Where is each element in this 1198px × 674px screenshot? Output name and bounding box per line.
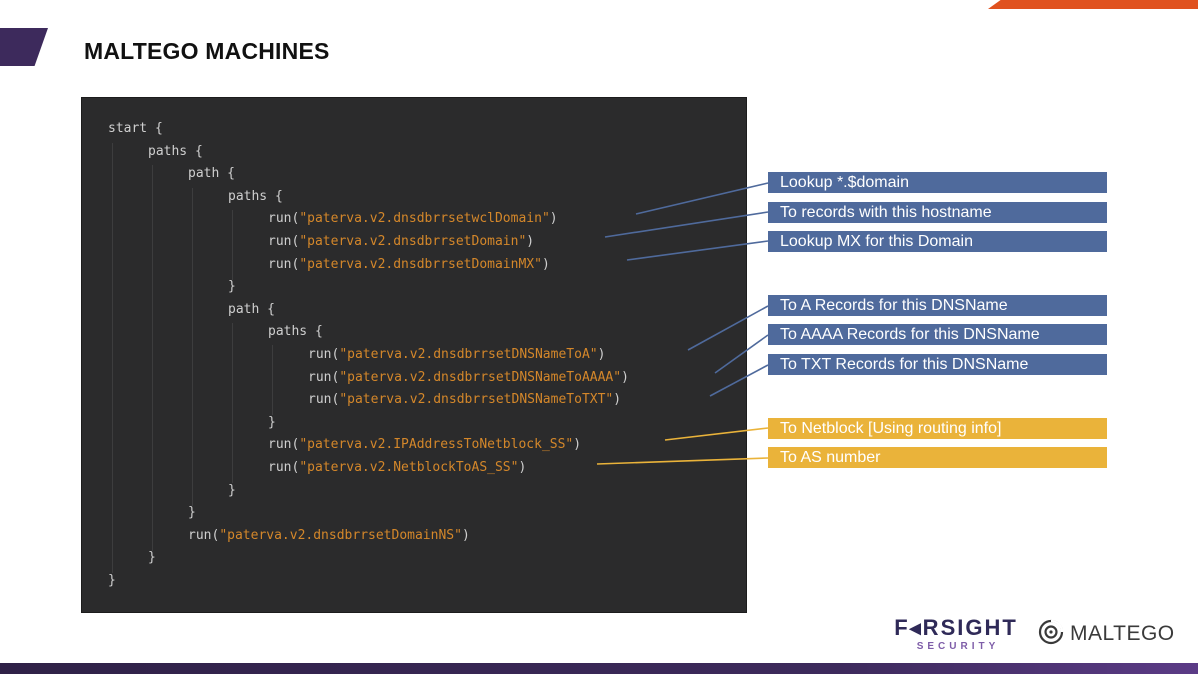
code-punctuation: ) <box>613 392 622 408</box>
code-keyword: run( <box>268 460 300 475</box>
code-string: "paterva.v2.dnsdbrrsetDomain" <box>299 234 527 249</box>
code-string: "paterva.v2.dnsdbrrsetwclDomain" <box>299 211 550 227</box>
code-line: run("paterva.v2.IPAddressToNetblock_SS") <box>268 434 581 456</box>
code-keyword: run( <box>268 234 300 249</box>
code-keyword: path { <box>228 301 275 317</box>
callout-as-number: To AS number <box>768 447 1107 468</box>
leader-line <box>687 305 769 351</box>
code-keyword: run( <box>188 527 220 543</box>
leader-line <box>635 182 769 215</box>
leader-line <box>709 364 769 397</box>
indent-guide <box>152 165 153 551</box>
leader-line <box>626 240 769 261</box>
callout-lookup-mx: Lookup MX for this Domain <box>768 231 1107 252</box>
corner-accent-right <box>988 0 1198 9</box>
farsight-logo-sub: SECURITY <box>916 641 1000 652</box>
code-line: run("paterva.v2.dnsdbrrsetDomainMX") <box>268 254 550 276</box>
code-punctuation: ) <box>597 347 606 362</box>
code-keyword: start { <box>108 121 163 136</box>
code-punctuation: ) <box>526 234 535 249</box>
code-line: run("paterva.v2.dnsdbrrsetDNSNameToTXT") <box>308 389 621 411</box>
code-string: "paterva.v2.dnsdbrrsetDNSNameToAAAA" <box>339 369 622 385</box>
code-panel: start {paths {path {paths {run("paterva.… <box>82 98 746 612</box>
code-keyword: path { <box>188 166 235 182</box>
leader-line <box>714 334 769 374</box>
callout-lookup-wildcard-domain: Lookup *.$domain <box>768 172 1107 193</box>
code-punctuation: ) <box>573 437 582 453</box>
code-line: paths { <box>228 186 283 208</box>
farsight-logo-name: F◂RSIGHT <box>894 615 1018 640</box>
code-keyword: run( <box>308 347 340 362</box>
code-line: } <box>148 547 156 569</box>
code-line: path { <box>228 299 275 321</box>
indent-guide <box>232 323 233 483</box>
code-keyword: } <box>188 505 196 521</box>
bottom-bar <box>0 663 1198 674</box>
code-string: "paterva.v2.dnsdbrrsetDNSNameToA" <box>339 347 598 362</box>
code-string: "paterva.v2.dnsdbrrsetDomainMX" <box>299 256 542 272</box>
callout-a-records: To A Records for this DNSName <box>768 295 1107 316</box>
code-line: run("paterva.v2.dnsdbrrsetDomain") <box>268 231 534 253</box>
maltego-logo-name: MALTEGO <box>1070 622 1175 645</box>
maltego-logo: MALTEGO <box>1038 619 1175 650</box>
slide-title: MALTEGO MACHINES <box>84 38 330 64</box>
code-line: run("paterva.v2.NetblockToAS_SS") <box>268 457 526 479</box>
code-line: } <box>108 570 116 592</box>
code-line: paths { <box>268 321 323 343</box>
leader-line <box>596 457 769 465</box>
code-keyword: run( <box>308 392 340 408</box>
code-string: "paterva.v2.dnsdbrrsetDomainNS" <box>219 527 462 543</box>
maltego-swirl-icon <box>1038 619 1064 650</box>
code-line: path { <box>188 163 235 185</box>
indent-guide <box>192 188 193 506</box>
farsight-logo: F◂RSIGHT SECURITY <box>886 616 1026 653</box>
indent-guide <box>232 210 233 280</box>
code-line: start { <box>108 118 163 140</box>
code-keyword: run( <box>268 437 300 453</box>
code-line: } <box>268 412 276 434</box>
callout-records-hostname: To records with this hostname <box>768 202 1107 223</box>
code-keyword: run( <box>268 211 300 227</box>
code-line: run("paterva.v2.dnsdbrrsetwclDomain") <box>268 208 558 230</box>
code-line: } <box>188 502 196 524</box>
code-string: "paterva.v2.dnsdbrrsetDNSNameToTXT" <box>339 392 614 408</box>
code-keyword: } <box>228 279 236 295</box>
code-keyword: } <box>108 573 116 588</box>
code-keyword: run( <box>268 256 300 272</box>
code-line: paths { <box>148 141 203 163</box>
code-line: } <box>228 276 236 298</box>
code-keyword: paths { <box>148 143 203 159</box>
code-string: "paterva.v2.NetblockToAS_SS" <box>299 460 519 475</box>
code-string: "paterva.v2.IPAddressToNetblock_SS" <box>299 437 574 453</box>
code-keyword: } <box>268 414 276 430</box>
callout-netblock: To Netblock [Using routing info] <box>768 418 1107 439</box>
leader-line <box>604 211 769 238</box>
code-keyword: paths { <box>268 324 323 340</box>
code-punctuation: ) <box>461 527 470 543</box>
code-keyword: } <box>148 550 156 566</box>
code-punctuation: ) <box>541 256 550 272</box>
code-line: run("paterva.v2.dnsdbrrsetDNSNameToAAAA"… <box>308 367 629 389</box>
leader-line <box>664 427 769 441</box>
indent-guide <box>112 143 113 573</box>
code-line: } <box>228 480 236 502</box>
code-line: run("paterva.v2.dnsdbrrsetDNSNameToA") <box>308 344 605 366</box>
indent-guide <box>272 345 273 415</box>
code-punctuation: ) <box>518 460 527 475</box>
callout-aaaa-records: To AAAA Records for this DNSName <box>768 324 1107 345</box>
code-line: run("paterva.v2.dnsdbrrsetDomainNS") <box>188 525 470 547</box>
code-keyword: } <box>228 482 236 498</box>
callout-txt-records: To TXT Records for this DNSName <box>768 354 1107 375</box>
code-keyword: run( <box>308 369 340 385</box>
code-punctuation: ) <box>549 211 558 227</box>
code-punctuation: ) <box>621 369 629 385</box>
code-keyword: paths { <box>228 188 283 204</box>
